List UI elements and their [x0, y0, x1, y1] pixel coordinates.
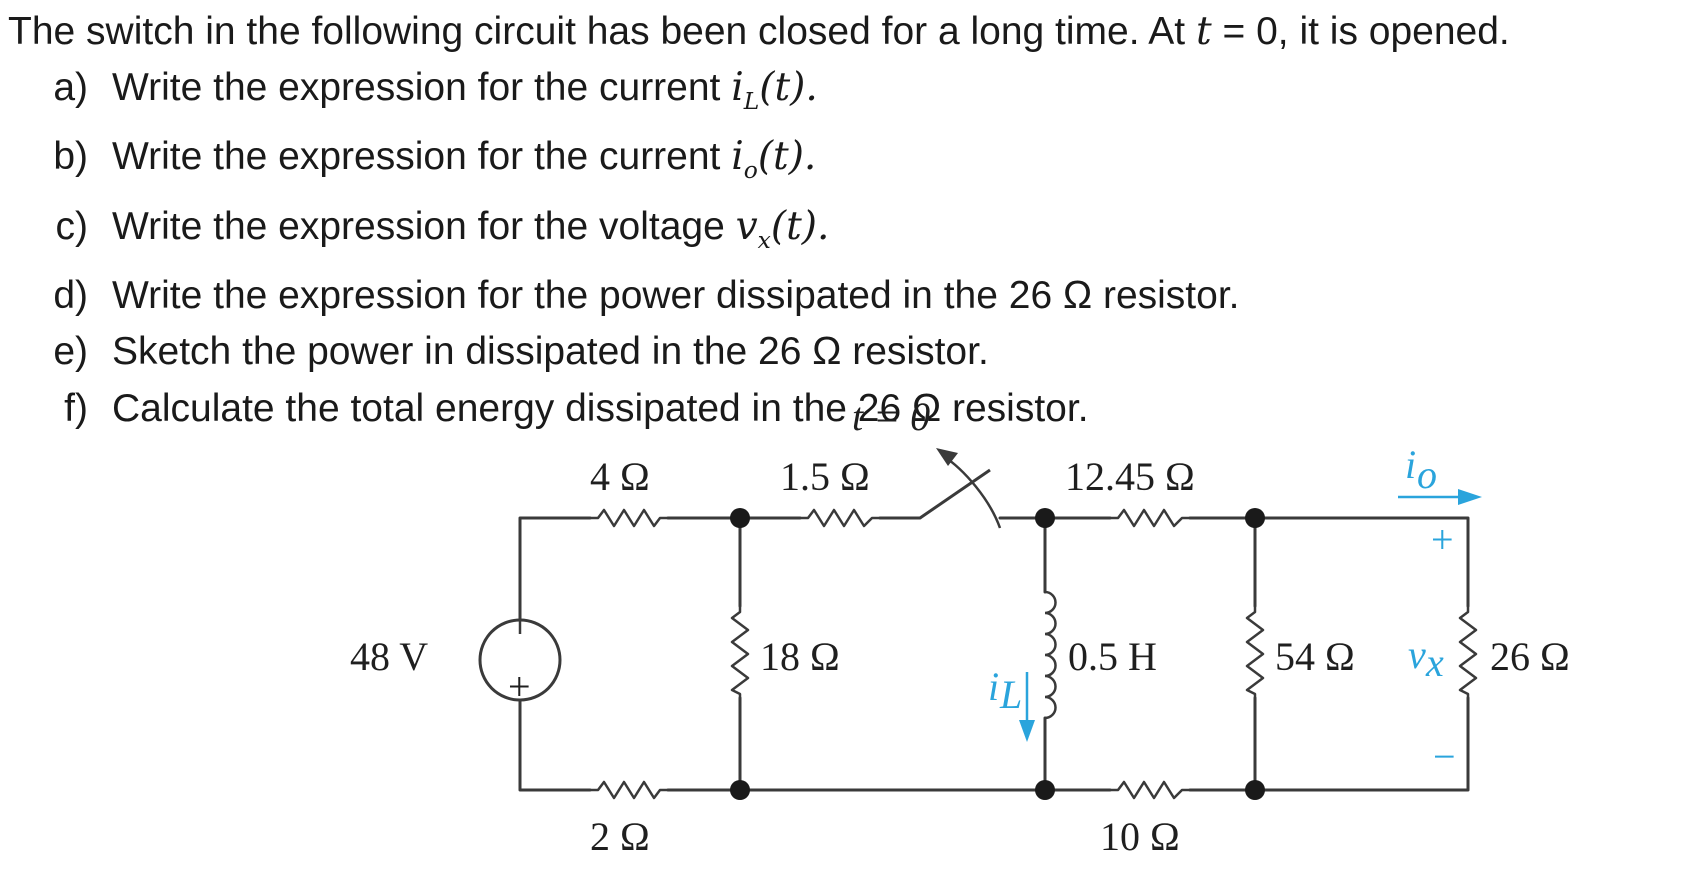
part-text: Write the expression for the current: [112, 66, 732, 109]
node-dot: [1245, 508, 1265, 528]
inductor-current-annotation: i L: [988, 664, 1035, 742]
node-dot: [1035, 780, 1055, 800]
resistor-4-ohm: [590, 508, 668, 528]
resistor-10-ohm: [1110, 780, 1190, 800]
part-letter: a): [53, 66, 88, 109]
resistor-2-ohm: [590, 780, 668, 800]
resistor-12-45-ohm: [1110, 508, 1190, 528]
source-label: 48 V: [350, 634, 428, 679]
current-subscript: o: [743, 156, 758, 185]
current-subscript: L: [743, 86, 760, 115]
wire: [518, 698, 592, 792]
resistor-12-45-ohm-label: 12.45 Ω: [1065, 454, 1195, 499]
question-part-a: a) Write the expression for the current …: [8, 60, 1678, 129]
vx-annotation: + v x −: [1408, 517, 1456, 779]
stem-equals-zero: = 0: [1211, 10, 1278, 53]
question-part-b: b) Write the expression for the current …: [8, 129, 1678, 198]
part-letter: e): [53, 330, 88, 374]
time-argument: (t).: [759, 65, 818, 110]
node-dot: [1245, 780, 1265, 800]
stem-time-symbol: t: [1195, 9, 1212, 54]
switch-blade: [919, 468, 991, 520]
part-letter: f): [64, 386, 88, 430]
question-parts-list: a) Write the expression for the current …: [8, 60, 1678, 437]
resistor-1-5-ohm: [800, 508, 880, 528]
output-current-annotation: i o: [1398, 442, 1482, 505]
part-letter: c): [55, 204, 89, 248]
io-subscript: o: [1417, 452, 1437, 497]
vx-minus: −: [1433, 734, 1456, 779]
part-text: Write the expression for the voltage: [112, 204, 736, 248]
resistor-2-ohm-label: 2 Ω: [590, 814, 650, 859]
switch-arrow-arc: [941, 453, 1002, 529]
inductor-coil: [1044, 590, 1057, 720]
voltage-symbol: v: [735, 203, 758, 249]
question-part-e: e) Sketch the power in dissipated in the…: [8, 324, 1678, 381]
il-subscript: L: [999, 672, 1022, 717]
resistor-1-5-ohm-label: 1.5 Ω: [780, 454, 870, 499]
part-text: Calculate the total energy dissipated in…: [112, 386, 1089, 430]
il-symbol: i: [988, 664, 999, 709]
switch: [919, 448, 1002, 529]
resistor-4-ohm-label: 4 Ω: [590, 454, 650, 499]
time-argument: (t).: [770, 203, 830, 249]
resistor-10-ohm-label: 10 Ω: [1100, 814, 1180, 859]
stem-text-after: , it is opened.: [1277, 10, 1510, 53]
node-dot: [730, 780, 750, 800]
source-plus-mark: +: [508, 664, 531, 709]
resistor-18-ohm-label: 18 Ω: [760, 634, 840, 679]
node-dot: [730, 508, 750, 528]
circuit-nodes: [730, 508, 1265, 800]
circuit-wires: [518, 516, 1470, 792]
time-argument: (t).: [757, 134, 817, 180]
wire: [1253, 516, 1470, 792]
resistors: [590, 508, 1478, 800]
resistor-26-ohm-label: 26 Ω: [1490, 634, 1570, 679]
part-text: Write the expression for the power dissi…: [112, 273, 1240, 317]
vx-symbol: v: [1408, 632, 1426, 677]
question-part-d: d) Write the expression for the power di…: [8, 268, 1678, 325]
resistor-54-ohm: [1245, 606, 1265, 698]
part-letter: d): [53, 273, 88, 317]
current-symbol: i: [731, 65, 744, 110]
stem-text-before: The switch in the following circuit has …: [8, 10, 1196, 53]
problem-statement: The switch in the following circuit has …: [8, 4, 1678, 437]
question-part-f: f) Calculate the total energy dissipated…: [8, 381, 1678, 438]
resistor-54-ohm-label: 54 Ω: [1275, 634, 1355, 679]
vx-subscript: x: [1425, 640, 1444, 685]
il-arrow-head: [1019, 720, 1035, 742]
resistor-26-ohm: [1458, 606, 1478, 698]
io-arrow-head: [1458, 489, 1482, 505]
wire: [518, 516, 592, 622]
switch-time-label: t = 0: [852, 394, 930, 439]
part-text: Write the expression for the current: [112, 135, 732, 179]
switch-arrow-head: [936, 448, 958, 466]
question-part-c: c) Write the expression for the voltage …: [8, 199, 1678, 268]
current-symbol: i: [731, 134, 744, 180]
part-text: Sketch the power in dissipated in the 26…: [112, 330, 989, 374]
voltage-subscript: x: [757, 225, 771, 254]
problem-stem: The switch in the following circuit has …: [8, 4, 1678, 60]
vx-plus: +: [1431, 517, 1454, 562]
part-letter: b): [53, 135, 88, 179]
inductor-label: 0.5 H: [1068, 634, 1157, 679]
resistor-18-ohm: [730, 606, 750, 698]
node-dot: [1035, 508, 1055, 528]
io-symbol: i: [1405, 442, 1416, 487]
